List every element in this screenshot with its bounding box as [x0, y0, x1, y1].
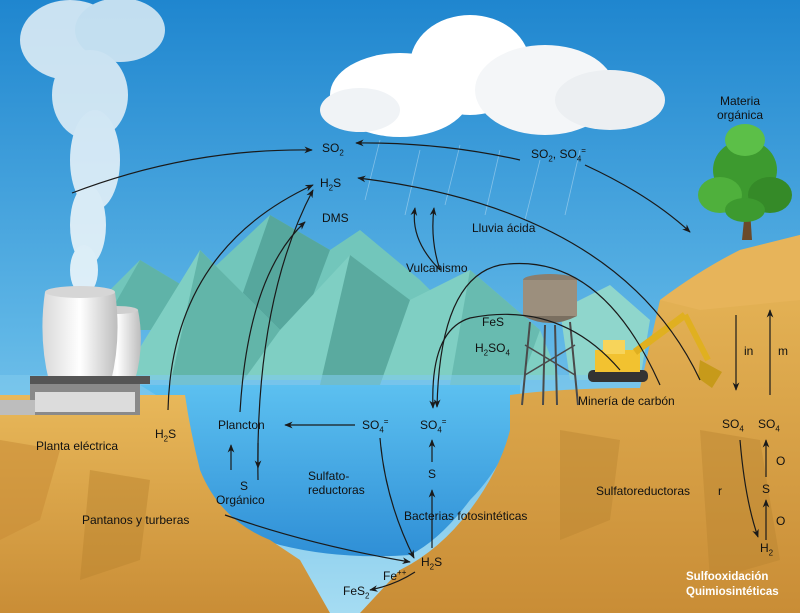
label-h2: H2	[760, 541, 774, 558]
label-h2s-sediment: H2S	[421, 555, 443, 572]
label-so4-lake: SO4=	[362, 417, 389, 435]
label-organico: Orgánico	[216, 493, 265, 507]
label-mineria-carbon: Minería de carbón	[578, 394, 675, 408]
label-o-lower: O	[776, 514, 786, 528]
cloud	[320, 15, 665, 137]
smoke-plume	[20, 0, 165, 295]
label-so4-bacteria: SO4=	[420, 417, 447, 435]
label-vulcanismo: Vulcanismo	[406, 261, 468, 275]
water-tower	[521, 274, 579, 406]
label-quimiosinteticas: Quimiosintéticas	[686, 586, 779, 598]
label-s-right: S	[762, 482, 771, 496]
label-sulfatoreductoras: Sulfatoreductoras	[596, 484, 691, 498]
tree	[698, 124, 792, 240]
label-planta-electrica: Planta eléctrica	[36, 439, 119, 453]
label-s-organico-s: S	[239, 479, 249, 493]
excavator	[588, 312, 722, 388]
label-pantanos-turberas: Pantanos y turberas	[82, 513, 190, 527]
label-so4-right-2: SO4	[758, 417, 780, 434]
label-r: r	[718, 484, 722, 498]
label-so4-right-1: SO4	[722, 417, 744, 434]
label-fe: Fe++	[383, 568, 407, 583]
label-fes2: FeS2	[343, 584, 370, 601]
label-in: in	[744, 344, 754, 358]
label-h2s-atmosphere: H2S	[320, 176, 342, 193]
label-so2: SO2	[322, 141, 344, 158]
label-sulfooxidacion: Sulfooxidación	[686, 571, 769, 583]
lake	[140, 385, 520, 557]
label-lluvia-acida: Lluvia ácida	[472, 221, 536, 235]
label-m: m	[778, 344, 788, 358]
label-s-bacteria: S	[428, 467, 437, 481]
label-plancton: Plancton	[218, 418, 265, 432]
power-plant	[0, 286, 150, 415]
label-so2-so4: SO2, SO4=	[531, 146, 586, 164]
label-materia-organica: Materia orgánica	[716, 94, 764, 122]
label-dms: DMS	[322, 211, 349, 225]
label-sulfato-reductoras-lake: Sulfato-reductoras	[308, 469, 365, 497]
label-h2s-plant: H2S	[155, 427, 177, 444]
left-cliff	[0, 395, 330, 613]
label-h2so4: H2SO4	[475, 341, 510, 358]
label-fes: FeS	[482, 315, 505, 329]
label-o-upper: O	[776, 454, 786, 468]
mountains	[70, 215, 650, 385]
label-bacterias-fotosinteticas: Bacterias fotosintéticas	[404, 509, 528, 523]
